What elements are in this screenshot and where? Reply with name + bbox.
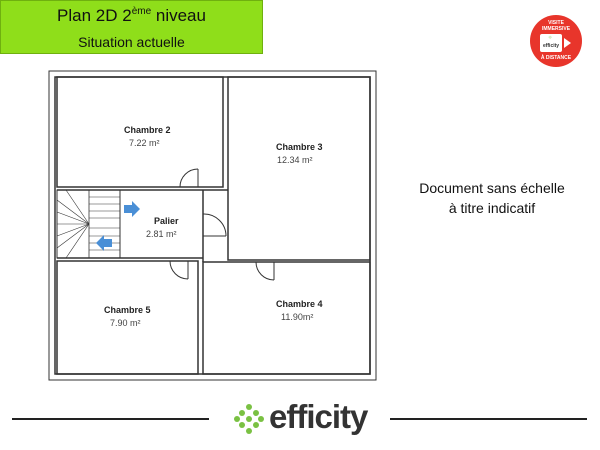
footer-divider-right — [390, 418, 587, 420]
efficity-logo: efficity — [233, 398, 373, 440]
room-chambre-2 — [56, 76, 224, 188]
door-chambre-4 — [255, 261, 275, 281]
title-banner: Plan 2D 2ème niveau Situation actuelle — [0, 0, 263, 54]
room-name: Chambre 5 — [104, 305, 151, 315]
room-name: Chambre 2 — [124, 125, 171, 135]
door-swings — [169, 168, 275, 281]
immersive-visit-badge[interactable]: VISITE IMMERSIVE ⁘ efficity À DISTANCE — [530, 15, 582, 67]
room-name: Chambre 4 — [276, 299, 323, 309]
efficity-dots-icon — [234, 404, 264, 434]
outer-wall-outer — [48, 70, 377, 381]
badge-brand: efficity — [542, 43, 560, 49]
badge-logo-card: ⁘ efficity — [540, 34, 562, 52]
scale-disclaimer: Document sans échelle à titre indicatif — [419, 180, 565, 216]
stair-steps — [56, 189, 120, 259]
room-chambre-4 — [202, 261, 371, 375]
door-chambre-2 — [179, 168, 199, 188]
badge-header: VISITE IMMERSIVE — [541, 20, 571, 32]
arrow-right-icon — [124, 201, 140, 217]
room-area: 2.81 m² — [146, 229, 177, 239]
room-chambre-5 — [56, 260, 199, 375]
efficity-logo-text: efficity — [269, 398, 368, 435]
outer-wall-inner — [54, 76, 371, 375]
room-area: 7.90 m² — [110, 318, 141, 328]
arrow-left-icon — [96, 235, 112, 251]
room-name: Chambre 3 — [276, 142, 323, 152]
room-chambre-3 — [227, 76, 371, 261]
door-chambre-5 — [169, 260, 189, 280]
stair-arrows — [96, 201, 140, 251]
page-subtitle: Situation actuelle — [78, 34, 185, 50]
footer-divider-left — [12, 418, 209, 420]
door-chambre-3 — [202, 213, 227, 237]
badge-footer: À DISTANCE — [540, 55, 572, 61]
camera-icon — [564, 38, 571, 48]
page-title: Plan 2D 2ème niveau — [57, 6, 206, 25]
room-area: 12.34 m² — [277, 155, 313, 165]
room-area: 7.22 m² — [129, 138, 160, 148]
room-area: 11.90m² — [281, 312, 314, 322]
room-name: Palier — [154, 216, 179, 226]
efficity-dots-icon: ⁘ — [548, 35, 553, 41]
